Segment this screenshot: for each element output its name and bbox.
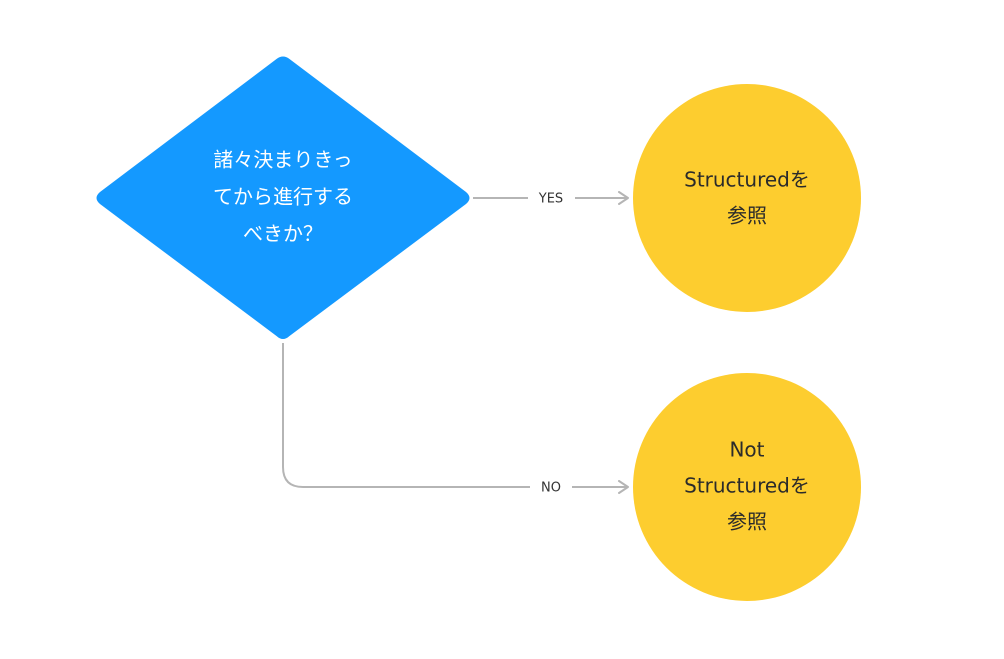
no-connector: NO: [282, 343, 629, 496]
decision-text-line-3: べきか？: [243, 222, 323, 246]
not-structured-text-line-3: 参照: [727, 510, 767, 534]
yes-label: YES: [538, 192, 563, 207]
no-label: NO: [541, 481, 561, 496]
not-structured-circle: [633, 373, 861, 601]
decision-text-line-1: 諸々決まりきっ: [213, 148, 352, 172]
not-structured-text-line-1: Not: [729, 438, 764, 462]
not-structured-result-node: Not Structuredを 参照: [633, 373, 861, 601]
not-structured-text-line-2: Structuredを: [684, 474, 810, 498]
decision-node: 諸々決まりきっ てから進行する べきか？: [96, 56, 470, 339]
decision-text-line-2: てから進行する: [213, 185, 353, 209]
yes-connector: YES: [473, 191, 629, 207]
structured-text-line-1: Structuredを: [684, 168, 810, 192]
decision-diamond: [96, 56, 470, 339]
structured-result-node: Structuredを 参照: [633, 84, 861, 312]
structured-text-line-2: 参照: [727, 204, 767, 228]
no-connector-line-left: [282, 343, 530, 488]
structured-circle: [633, 84, 861, 312]
